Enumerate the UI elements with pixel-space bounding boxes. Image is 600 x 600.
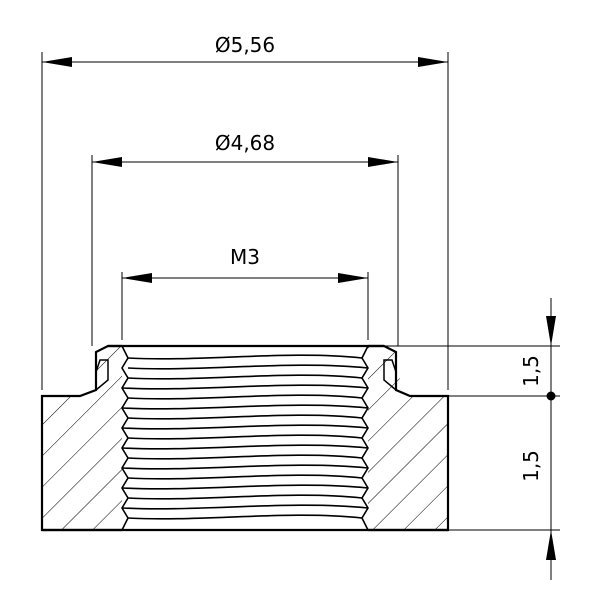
thread-root-2 xyxy=(121,404,369,410)
thread-crest-5 xyxy=(127,414,363,420)
thread-crest-8 xyxy=(127,474,363,480)
thread-root-1 xyxy=(121,384,369,390)
thread-crest-6 xyxy=(127,434,363,440)
dim-dot xyxy=(546,391,556,401)
extension-lines xyxy=(41,52,560,531)
thread-right-flank xyxy=(361,345,369,531)
thread-size-label: M3 xyxy=(230,245,260,269)
outline-right xyxy=(368,344,450,532)
part-left-section xyxy=(40,344,122,532)
collar-undercut-right xyxy=(383,359,397,391)
collar-height-label: 1,5 xyxy=(519,355,543,387)
thread-crest-10 xyxy=(127,514,363,520)
collar-undercut-left xyxy=(95,359,109,391)
collar-diameter-label: Ø4,68 xyxy=(215,131,275,155)
thread-crest-9 xyxy=(127,494,363,500)
thread-crest-3 xyxy=(127,374,363,380)
thread-root-4 xyxy=(121,444,369,450)
part-right-section xyxy=(368,344,450,532)
thread-crest-4 xyxy=(127,394,363,400)
body-height-label: 1,5 xyxy=(519,450,543,482)
outer-diameter-label: Ø5,56 xyxy=(215,33,275,57)
thread-left-flank xyxy=(121,345,129,531)
thread-crest-1 xyxy=(127,354,363,360)
thread-crest-2 xyxy=(127,364,369,370)
thread-root-6 xyxy=(121,484,369,490)
hatch-left xyxy=(42,346,122,530)
thread-root-5 xyxy=(121,464,369,470)
hatch-right xyxy=(368,346,448,530)
thread-crest-7 xyxy=(127,454,363,460)
thread-root-3 xyxy=(121,424,369,430)
thread-root-7 xyxy=(121,504,369,510)
outline-left xyxy=(40,344,122,532)
thread-profile xyxy=(121,345,369,531)
